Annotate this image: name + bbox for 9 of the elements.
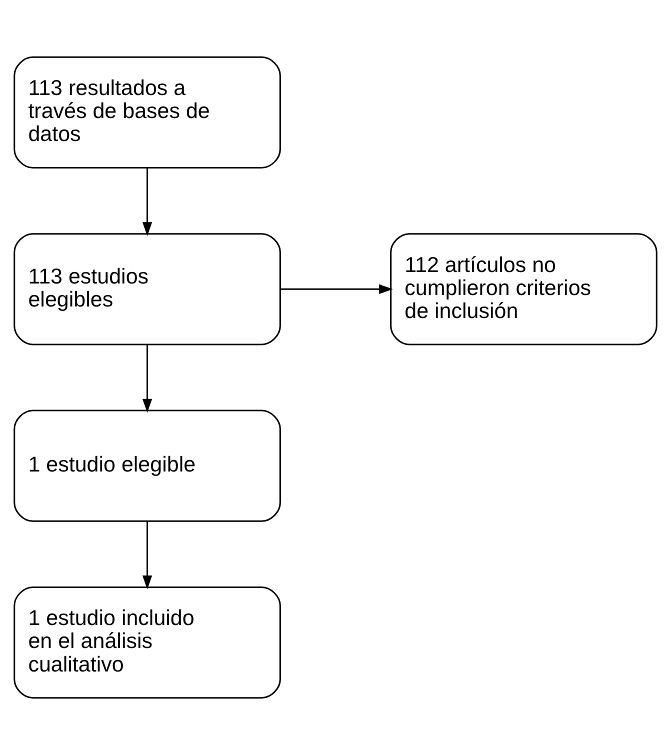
node-box: 1 estudio elegible [14, 409, 281, 522]
arrow [142, 520, 152, 589]
node-box: 113 resultados a través de bases de datos [14, 56, 281, 168]
node-box: 112 artículos no cumplieron criterios de inclusión [390, 232, 658, 345]
arrow [280, 284, 393, 294]
node-box: 113 estudios elegibles [14, 232, 281, 345]
arrow [142, 344, 152, 412]
node-box: 1 estudio incluido en el análisis cualitativo [14, 586, 281, 698]
arrow [142, 167, 152, 236]
